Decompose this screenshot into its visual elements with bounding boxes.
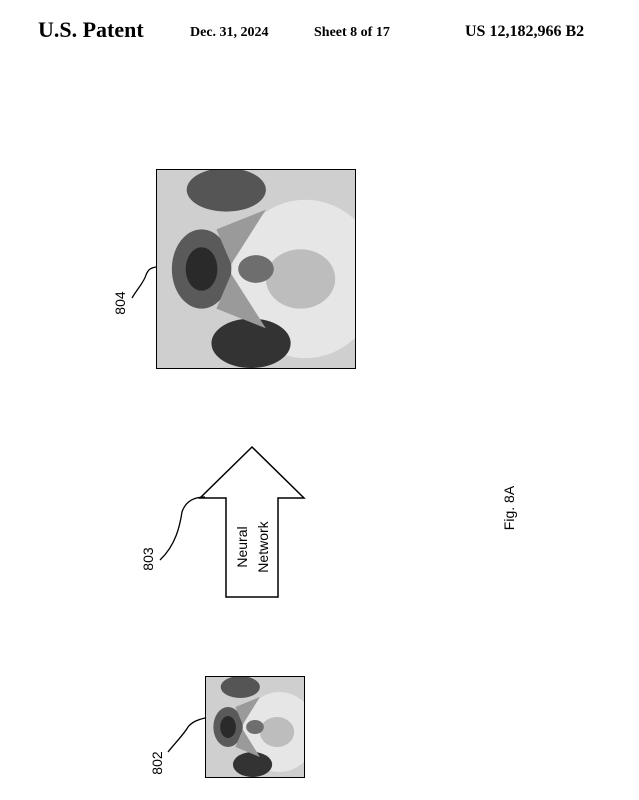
neural-network-arrow [198, 445, 306, 598]
arrow-label-network: Network [255, 521, 271, 573]
ref-numeral-804: 804 [112, 291, 128, 315]
arrow-label-neural: Neural [234, 526, 250, 568]
output-image-picture [157, 170, 355, 368]
leader-line-803 [159, 496, 206, 561]
input-image [205, 676, 305, 778]
ref-numeral-803: 803 [140, 547, 156, 571]
patent-office-title: U.S. Patent [38, 17, 144, 42]
ref-numeral-802: 802 [149, 751, 165, 775]
output-image [156, 169, 356, 369]
leader-line-804 [131, 266, 157, 299]
sheet-indicator: Sheet 8 of 17 [314, 25, 390, 40]
input-image-picture [206, 677, 304, 777]
figure-label: Fig. 8A [501, 485, 517, 531]
publication-date: Dec. 31, 2024 [190, 25, 269, 40]
patent-number: US 12,182,966 B2 [465, 23, 585, 40]
leader-line-802 [167, 717, 206, 753]
